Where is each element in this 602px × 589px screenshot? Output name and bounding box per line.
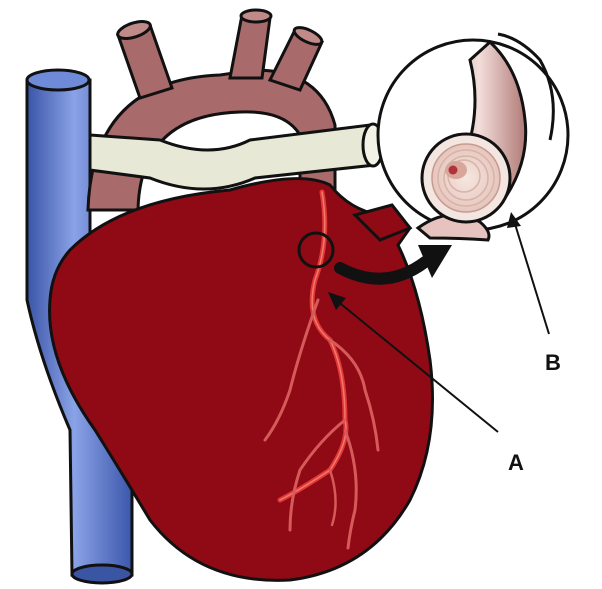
label-b: B [545,352,561,374]
magnifier [378,34,568,240]
lumen [449,166,458,175]
label-a: A [508,452,524,474]
pointer-b [507,212,549,334]
